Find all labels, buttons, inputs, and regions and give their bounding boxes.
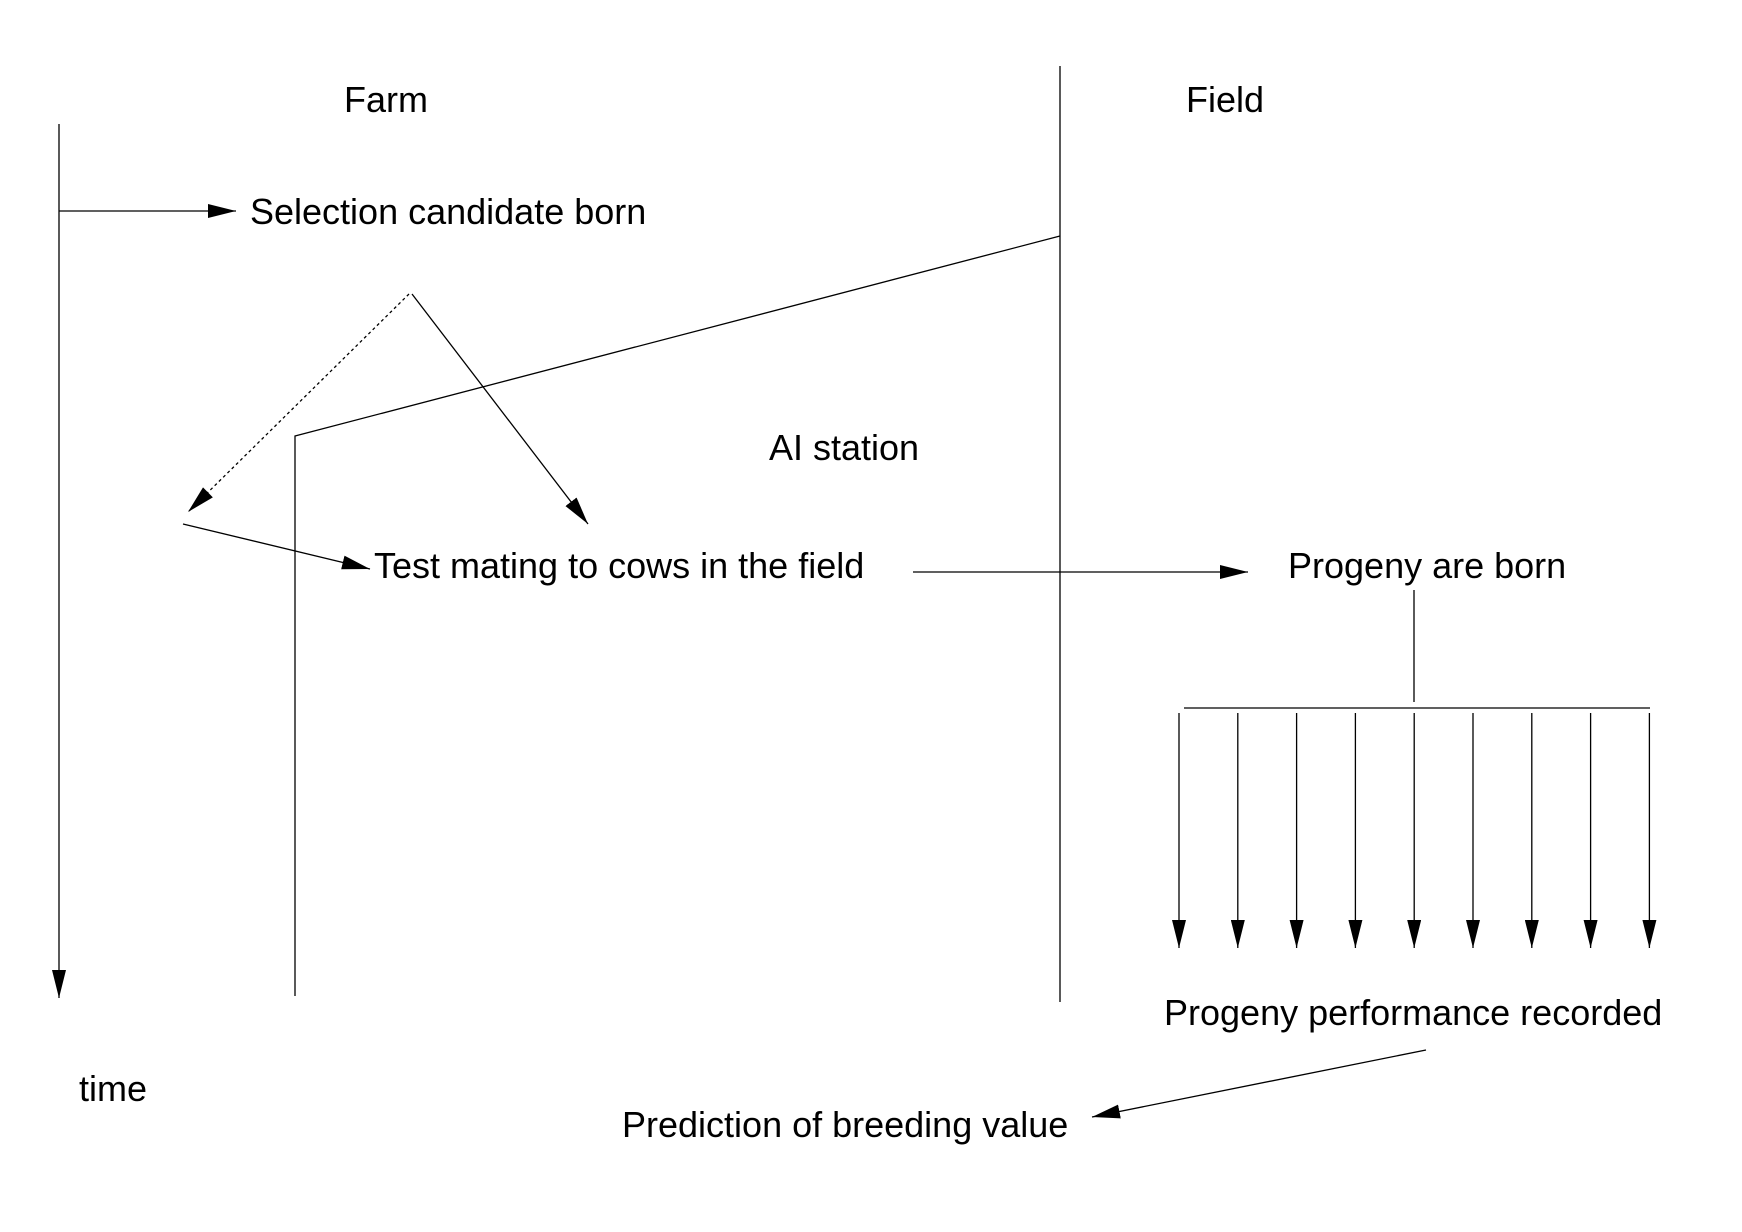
arrow-to-test-mating (182, 523, 371, 570)
ai-station-label: AI station (769, 427, 919, 468)
selection-candidate-label: Selection candidate born (250, 191, 646, 232)
solid-branch-arrow (411, 293, 589, 525)
test-mating-label: Test mating to cows in the field (374, 545, 864, 586)
progeny-recorded-label: Progeny performance recorded (1164, 992, 1662, 1033)
progeny-born-label: Progeny are born (1288, 545, 1566, 586)
time-label: time (79, 1068, 147, 1109)
dashed-branch-arrow (187, 293, 410, 513)
field-label: Field (1186, 79, 1264, 120)
progeny-arrows (1172, 713, 1657, 948)
arrow-to-prediction (1091, 1049, 1427, 1119)
prediction-label: Prediction of breeding value (622, 1104, 1068, 1145)
ai-station-boundary (294, 235, 1061, 996)
farm-label: Farm (344, 79, 428, 120)
